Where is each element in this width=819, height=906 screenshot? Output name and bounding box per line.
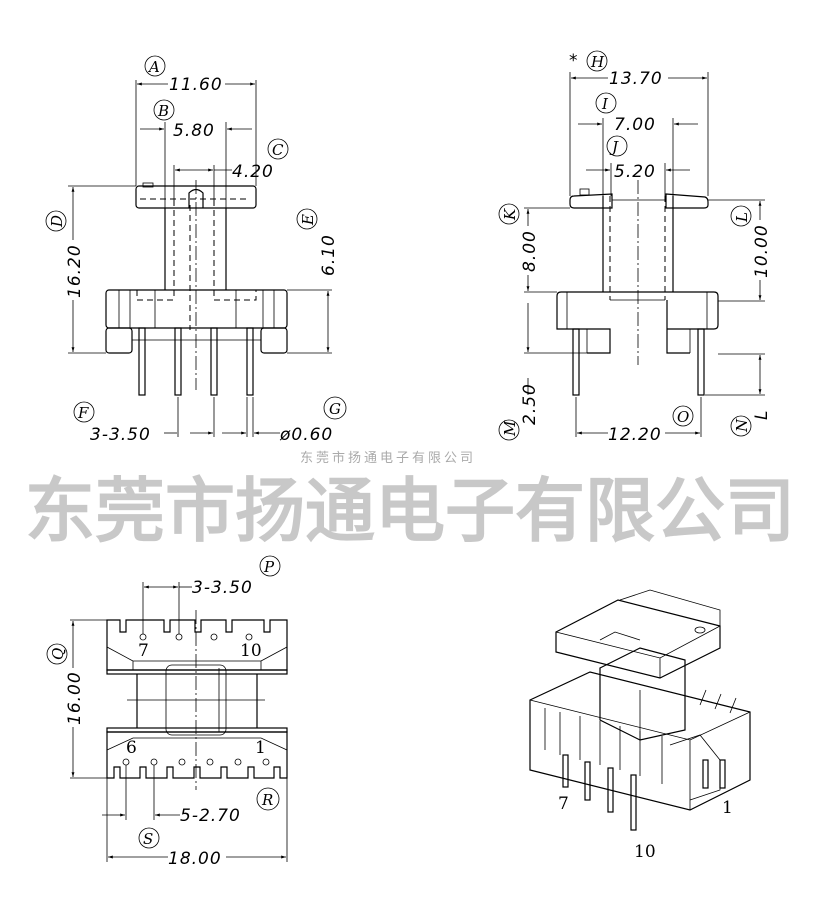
critical-mark: * [569,51,579,71]
front-view: A 11.60 B 5.80 C 4.20 D 16.20 E 6.10 [45,55,347,445]
dim-value-M: 2.50 [520,383,540,425]
iso-pin-label-1: 1 [722,798,733,818]
bottom-view: 7 10 6 1 P 3-3.50 Q 16.00 R 5-2.70 S [46,555,288,869]
dim-letter-B: B [157,102,169,120]
iso-pin-label-7: 7 [558,794,569,814]
dim-value-R: 5-2.70 [180,806,241,826]
dim-letter-D: D [48,215,66,228]
iso-pin-label-10: 10 [634,842,656,862]
watermark-small-text: 东莞市扬通电子有限公司 [300,450,476,466]
pin-label-10: 10 [240,641,262,661]
dim-value-B: 5.80 [173,121,215,141]
dim-letter-R: R [261,791,273,809]
dim-value-I: 7.00 [614,115,656,135]
dim-value-E: 6.10 [319,234,339,276]
dim-value-G: ø0.60 [279,425,333,445]
dim-value-F: 3-3.50 [90,425,151,445]
dim-value-D: 16.20 [65,244,85,298]
pin-label-6: 6 [126,738,137,758]
dim-letter-O: O [677,408,689,426]
dim-letter-G: G [329,400,341,418]
watermark-large-text: 东莞市扬通电子有限公司 [25,470,795,552]
dim-letter-C: C [272,141,284,159]
dim-letter-L: L [733,212,751,223]
dim-value-L: 10.00 [752,224,772,278]
dim-letter-E: E [299,214,317,226]
dim-value-Q: 16.00 [65,671,85,725]
dim-letter-F: F [77,404,89,422]
dim-letter-Q: Q [49,648,67,660]
dim-letter-H: H [590,53,605,71]
dim-value-O: 12.20 [608,425,662,445]
dim-value-N: L [752,410,772,420]
pin-label-7: 7 [138,641,149,661]
isometric-view: 7 1 10 [529,589,751,862]
pin-label-1: 1 [255,738,266,758]
dim-letter-N: N [733,418,751,433]
dim-letter-S: S [143,830,153,848]
dim-letter-J: J [609,138,619,156]
dim-letter-K: K [501,208,519,221]
dim-value-H: 13.70 [609,69,663,89]
dim-letter-I: I [601,95,609,113]
dim-value-S: 18.00 [168,849,222,869]
dim-value-K: 8.00 [520,230,540,272]
dim-letter-A: A [147,58,160,76]
side-view: * H 13.70 I 7.00 J 5.20 K 8.00 L 10 [498,50,772,445]
dim-value-P: 3-3.50 [192,578,253,598]
dim-value-J: 5.20 [614,162,656,182]
dim-value-C: 4.20 [232,162,274,182]
dim-letter-P: P [263,558,275,576]
dim-letter-M: M [501,420,519,437]
dim-value-A: 11.60 [169,75,223,95]
